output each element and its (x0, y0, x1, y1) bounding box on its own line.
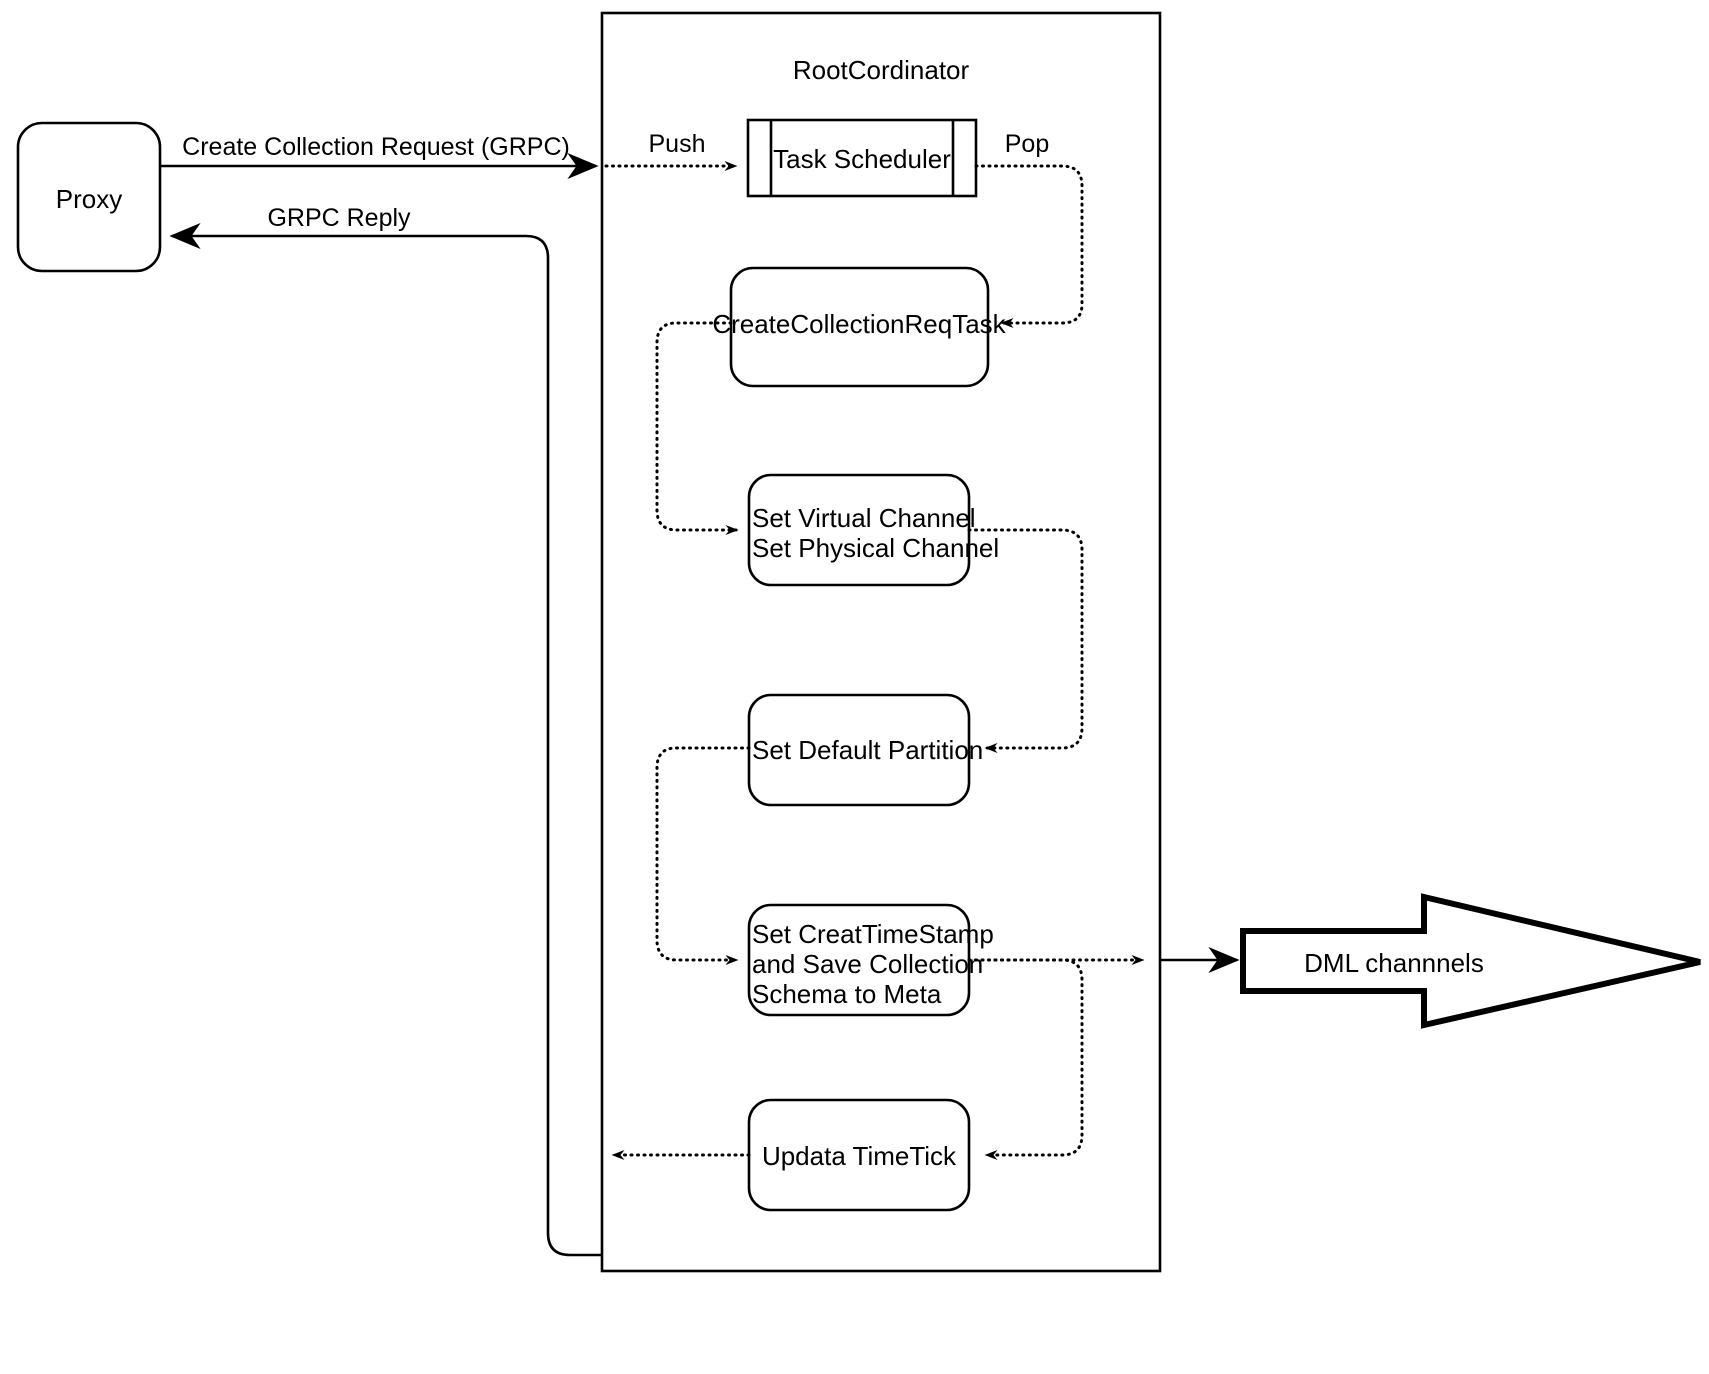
create-collection-req-task-box (729, 266, 990, 388)
rootcordinator-boundary (600, 11, 1162, 1273)
task-scheduler-node[interactable]: Task Scheduler (746, 118, 978, 198)
rootcordinator-container: RootCordinator (600, 11, 1162, 1273)
set-create-timestamp-label-line2: and Save Collection (752, 949, 983, 979)
set-create-timestamp-node[interactable]: Set CreatTimeStamp and Save Collection S… (747, 903, 994, 1017)
set-channels-node[interactable]: Set Virtual Channel Set Physical Channel (747, 473, 999, 587)
set-default-partition-label: Set Default Partition (752, 735, 983, 765)
set-channels-label-line1: Set Virtual Channel (752, 503, 976, 533)
grpc-reply-label: GRPC Reply (267, 204, 411, 232)
edge-grpc-reply: GRPC Reply (169, 204, 602, 1257)
edge-create-collection-request: Create Collection Request (GRPC) (160, 133, 599, 179)
pop-line (974, 164, 1084, 328)
edge-timestamp-to-timetick (967, 958, 1084, 1160)
edge-set-channels-to-default-partition (967, 528, 1084, 753)
rootcordinator-label: RootCordinator (793, 55, 970, 85)
set-default-partition-box (747, 693, 971, 807)
set-channels-to-default-partition-line (967, 528, 1084, 753)
task-scheduler-label: Task Scheduler (773, 144, 951, 174)
dml-channels-arrow-shape (1240, 893, 1701, 1029)
create-collection-req-task-label: CreateCollectionReqTask (712, 309, 1006, 339)
pop-label: Pop (1005, 130, 1049, 158)
timestamp-to-timetick-line (967, 958, 1084, 1160)
proxy-label: Proxy (56, 184, 122, 214)
edge-pop: Pop (974, 130, 1084, 328)
default-partition-to-timestamp-line (655, 746, 751, 965)
task-to-set-channels-line (655, 321, 739, 535)
edge-default-partition-to-timestamp (655, 746, 751, 965)
edge-task-to-set-channels (655, 321, 739, 535)
create-collection-request-label: Create Collection Request (GRPC) (182, 133, 570, 161)
dml-channels-label: DML channnels (1304, 948, 1484, 978)
proxy-box (16, 121, 162, 273)
set-default-partition-node[interactable]: Set Default Partition (747, 693, 983, 807)
update-timetick-node[interactable]: Updata TimeTick (747, 1098, 971, 1212)
update-timetick-label: Updata TimeTick (762, 1141, 957, 1171)
set-create-timestamp-label-line1: Set CreatTimeStamp (752, 919, 994, 949)
edge-push: Push (604, 130, 738, 171)
grpc-reply-line (169, 223, 602, 1257)
create-collection-req-task-node[interactable]: CreateCollectionReqTask (712, 266, 1007, 388)
push-label: Push (649, 130, 706, 158)
set-create-timestamp-label-line3: Schema to Meta (752, 979, 942, 1009)
set-channels-label-line2: Set Physical Channel (752, 533, 999, 563)
task-scheduler-box (746, 118, 978, 198)
proxy-node[interactable]: Proxy (16, 121, 162, 273)
dml-channels-node[interactable]: DML channnels (1240, 893, 1701, 1029)
